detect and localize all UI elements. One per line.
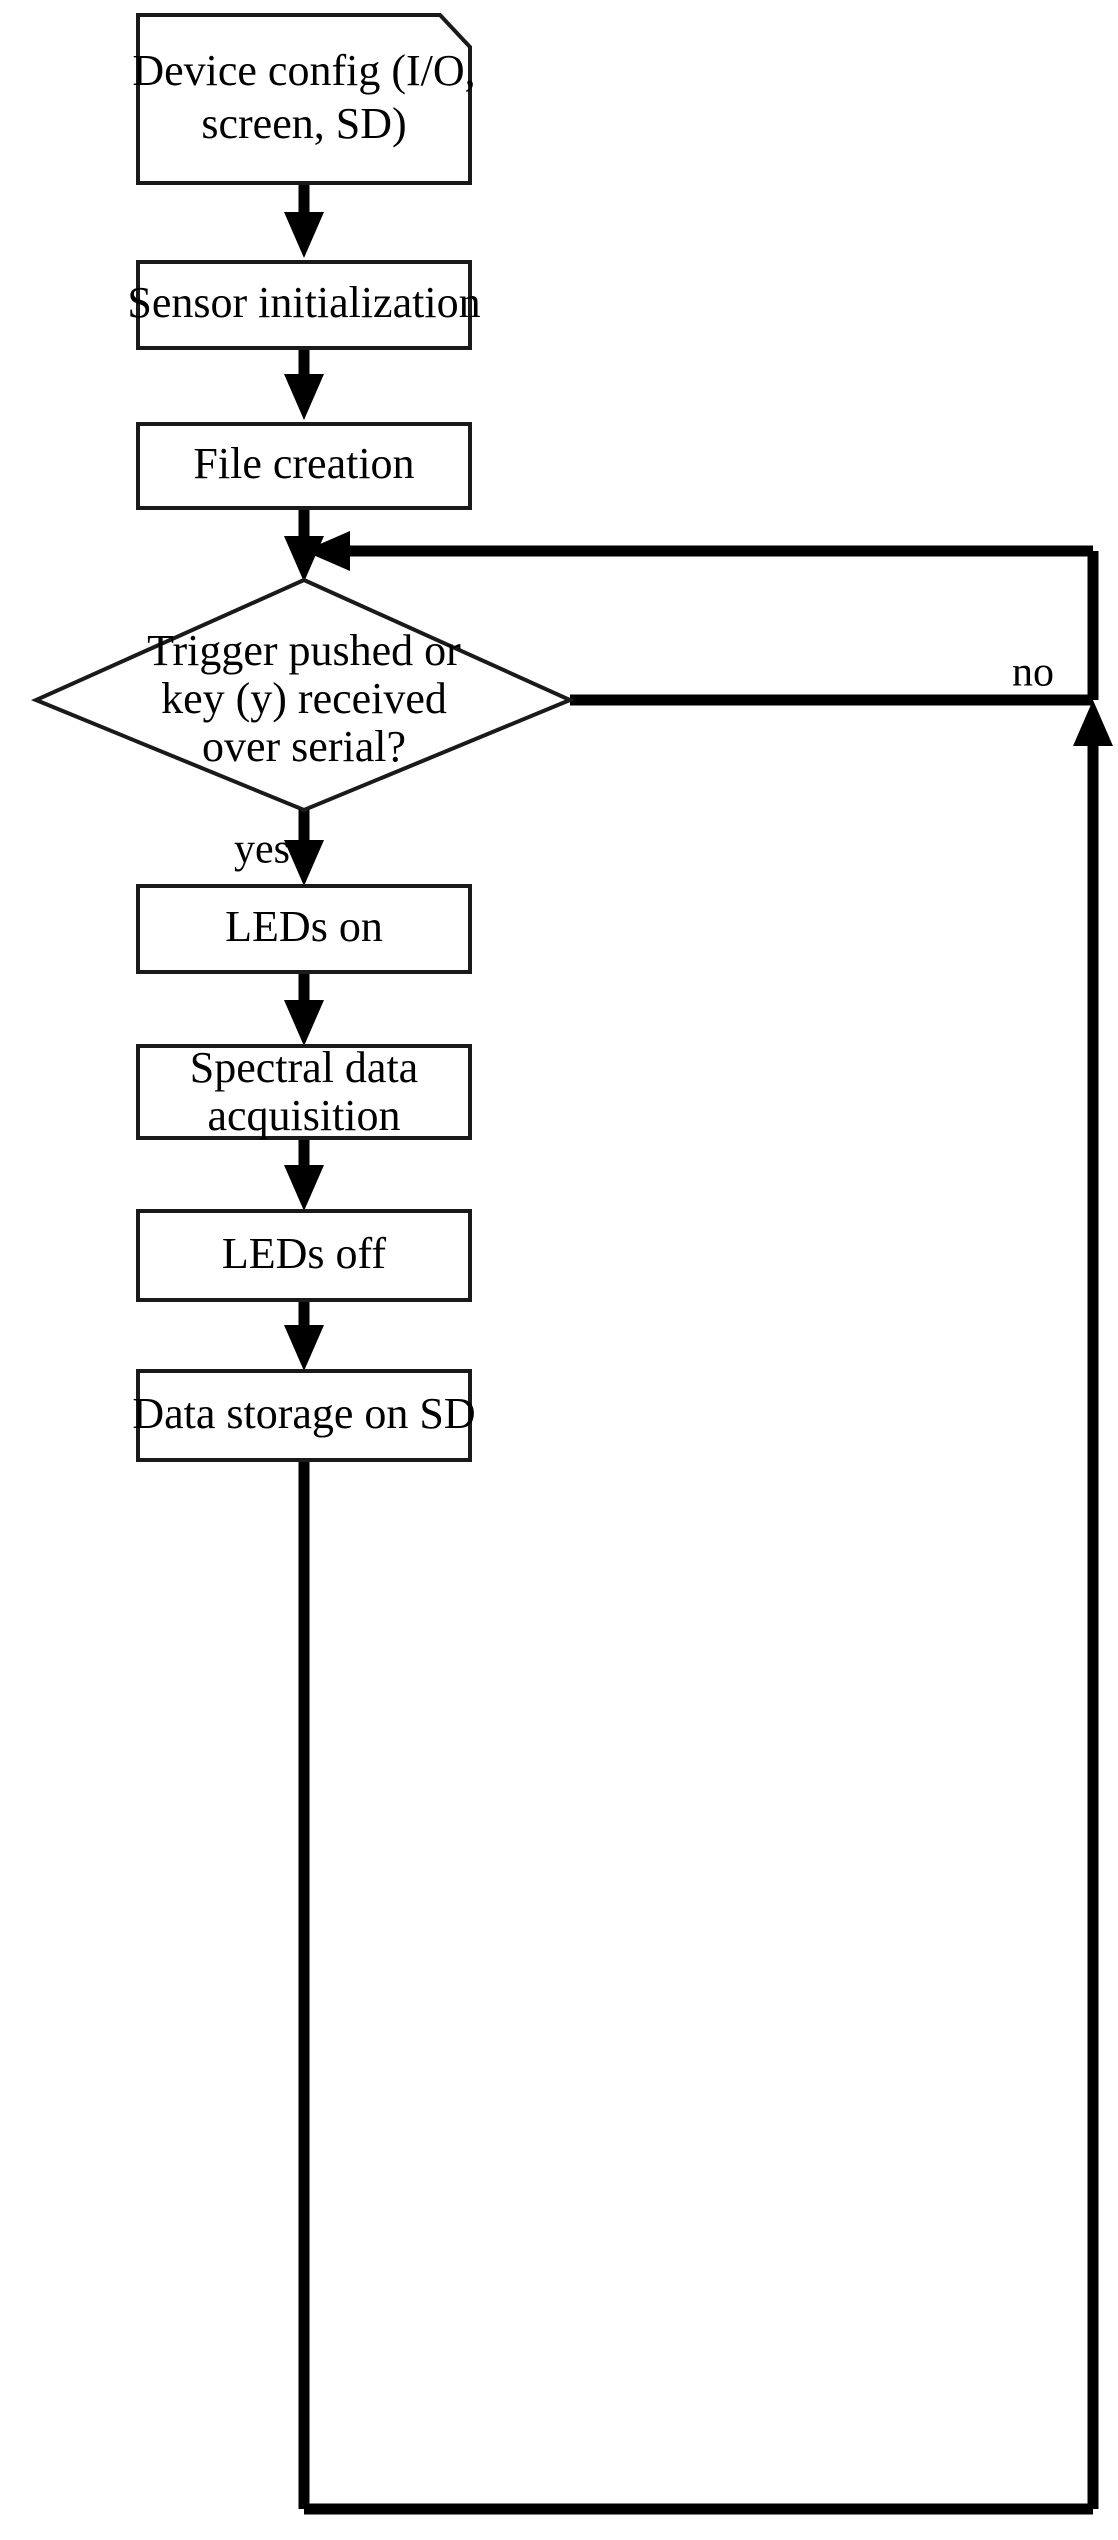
node-sensor-init-shape: [136, 260, 472, 350]
node-sensor-init-label: Sensor initialization: [127, 278, 480, 327]
edge-leds-on-to-spectral-acquisition: [284, 972, 324, 1046]
node-file-creation-shape: [136, 422, 472, 510]
node-file-creation-label: File creation: [193, 439, 414, 488]
node-spectral-acquisition-label-line1: Spectral data: [190, 1043, 418, 1092]
edge-spectral-acquisition-to-leds-off: [284, 1138, 324, 1211]
node-trigger-decision-shape: [30, 577, 576, 813]
node-data-storage-shape: [136, 1369, 472, 1462]
node-spectral-acquisition-shape: [136, 1044, 472, 1140]
node-leds-on-label: LEDs on: [225, 902, 383, 951]
edge-sensor-init-to-file-creation: [284, 348, 324, 420]
node-leds-off-label: LEDs off: [222, 1229, 387, 1278]
node-spectral-acquisition-label-line2: acquisition: [207, 1091, 400, 1140]
node-trigger-decision-label-line2: key (y) received: [161, 674, 447, 723]
node-device-config-label-line2: screen, SD): [201, 99, 406, 148]
node-leds-off-shape: [136, 1209, 472, 1302]
node-trigger-decision-label-line1: Trigger pushed or: [147, 626, 461, 675]
edge-label-yes: yes: [234, 827, 290, 873]
edge-trigger-decision-to-leds-on: [284, 810, 324, 886]
node-device-config-shape: [136, 13, 472, 185]
edge-leds-off-to-data-storage: [284, 1300, 324, 1371]
edge-no-feedback-loop: [304, 531, 1099, 706]
node-leds-on-shape: [136, 884, 472, 974]
node-device-config-label-line1: Device config (I/O,: [132, 46, 475, 95]
edge-device-config-to-sensor-init: [284, 183, 324, 258]
edge-data-storage-return-loop: [298, 700, 1113, 2515]
node-trigger-decision-label-line3: over serial?: [202, 722, 406, 771]
edge-label-no: no: [1012, 650, 1054, 696]
node-data-storage-label: Data storage on SD: [132, 1389, 475, 1438]
